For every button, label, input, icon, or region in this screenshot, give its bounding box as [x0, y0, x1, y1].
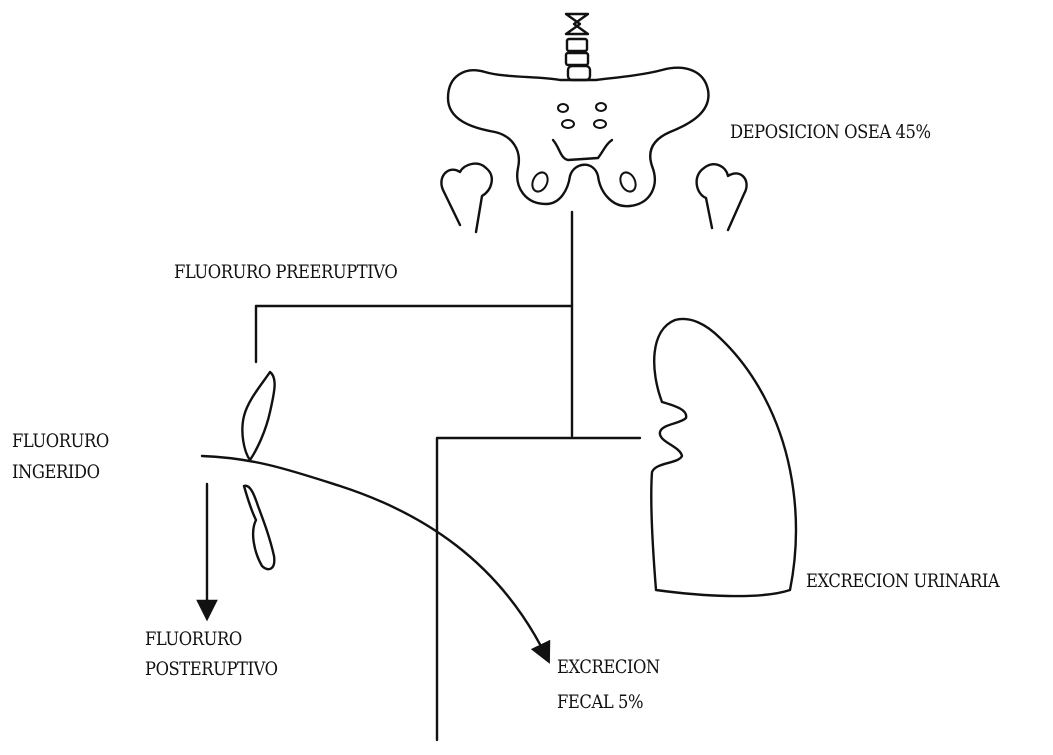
bone-deposition-label: DEPOSICION OSEA 45%	[730, 117, 931, 147]
posteruptive-label-line2: POSTERUPTIVO	[145, 654, 278, 684]
urinary-label: EXCRECION URINARIA	[806, 566, 999, 596]
fecal-label-line1: EXCRECION	[557, 652, 660, 682]
ingested-label-line1: FLUORURO	[12, 426, 109, 456]
preeruptive-label: FLUORURO PREERUPTIVO	[174, 257, 397, 287]
posteruptive-label-line1: FLUORURO	[145, 624, 242, 654]
ingestion-to-fecal-arrow	[202, 456, 548, 660]
fecal-label-line2: FECAL 5%	[557, 687, 643, 717]
tooth-icon	[242, 372, 274, 569]
femur-icon	[441, 164, 746, 232]
kidney-icon	[651, 319, 796, 596]
preeruptive-branch-line	[256, 306, 572, 362]
ingested-label-line2: INGERIDO	[12, 457, 100, 487]
pelvis-icon	[448, 68, 708, 206]
vertebrae-icon	[566, 14, 590, 80]
